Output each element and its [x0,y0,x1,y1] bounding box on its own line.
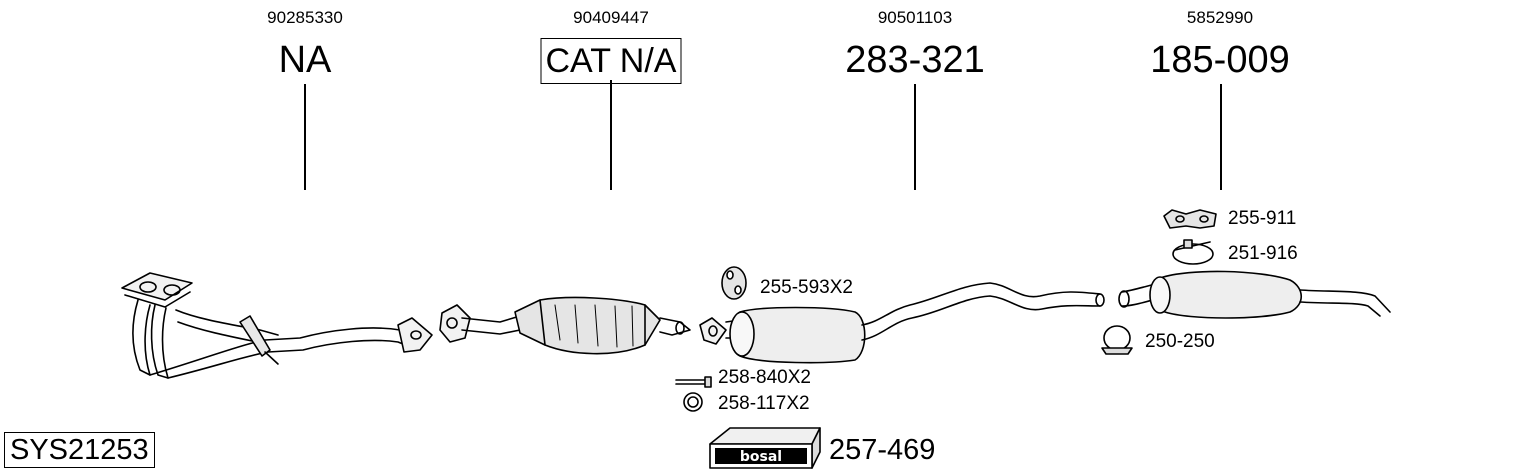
accessory-label-rubber-ring[interactable]: 255-593X2 [760,277,853,298]
part-number-front-pipe[interactable]: NA [278,39,332,81]
u-clamp-icon [1101,325,1133,355]
leader-line-center [914,84,916,190]
accessory-label-bolt[interactable]: 258-840X2 [718,367,811,388]
bosal-kit-box-icon: bosal [709,427,821,469]
oem-number-center: 90501103 [877,8,953,27]
leader-line-rear [1220,84,1222,190]
kit-number[interactable]: 257-469 [829,434,936,466]
accessory-label-gasket[interactable]: 258-117X2 [718,393,810,414]
part-number-center[interactable]: 283-321 [845,39,985,81]
catalytic-converter-part [439,296,691,355]
part-number-catalytic[interactable]: CAT N/A [540,38,682,84]
rubber-hanger-icon [1163,209,1217,229]
system-code: SYS21253 [4,432,155,468]
accessory-label-u-clamp[interactable]: 250-250 [1145,331,1215,352]
accessory-label-hanger[interactable]: 255-911 [1228,208,1297,229]
leader-line-catalytic [610,80,612,190]
rear-silencer-part [1118,270,1391,319]
bosal-logo-text: bosal [740,449,782,465]
accessory-label-clamp[interactable]: 251-916 [1228,243,1298,264]
rubber-ring-icon [721,266,747,300]
bolt-icon [675,376,712,388]
part-number-rear[interactable]: 185-009 [1150,39,1290,81]
gasket-ring-icon [683,392,703,412]
oem-number-rear: 5852990 [1186,8,1254,27]
center-silencer-part [699,282,1105,364]
oem-number-catalytic: 90409447 [573,8,649,27]
pipe-clamp-icon [1172,239,1214,265]
front-pipe-part [121,272,433,379]
leader-line-front-pipe [304,84,306,190]
oem-number-front-pipe: 90285330 [267,8,343,27]
